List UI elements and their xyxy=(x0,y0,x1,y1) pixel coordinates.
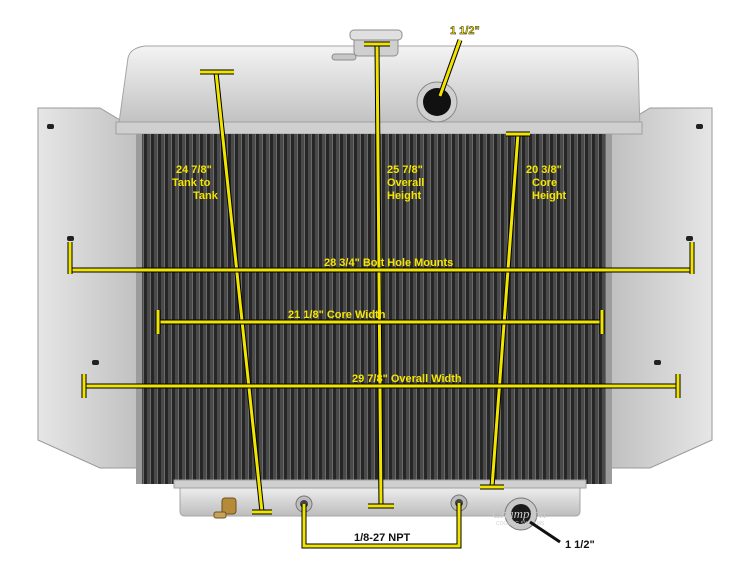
core-right-rail xyxy=(606,134,612,484)
tank-to-tank-label-2: Tank to xyxy=(172,177,211,189)
petcock-body xyxy=(221,497,237,515)
bolt-hole-label: 28 3/4" Bolt Hole Mounts xyxy=(324,257,453,269)
core-height-label-1: 20 3/8" xyxy=(526,164,562,176)
filler-cap xyxy=(349,29,403,41)
overall-width-label: 29 7/8" Overall Width xyxy=(352,373,462,385)
drain-label: 1/8-27 NPT xyxy=(354,532,411,544)
right-mount-bracket xyxy=(599,107,713,469)
overall-height-label-3: Height xyxy=(387,190,422,202)
right-bracket-hole-top xyxy=(696,124,703,129)
outlet-label: 1 1/2" xyxy=(565,539,595,551)
overall-height-label-2: Overall xyxy=(387,177,424,189)
overflow-tube xyxy=(331,53,357,61)
tank-to-tank-label-1: 24 7/8" xyxy=(176,164,212,176)
watermark-brand: Champion xyxy=(492,506,546,521)
left-bracket-hole-mid xyxy=(67,236,74,241)
left-bracket-hole-low xyxy=(92,360,99,365)
tank-to-tank-label-3: Tank xyxy=(193,190,219,202)
outlet-pointer xyxy=(529,520,561,544)
watermark-tagline: COOLING SYSTEMS xyxy=(496,521,545,527)
right-bracket-hole-low xyxy=(654,360,661,365)
radiator-core xyxy=(140,134,610,484)
inlet-label: 1 1/2" xyxy=(450,25,480,37)
inlet-opening xyxy=(423,88,451,116)
core-height-label-2: Core xyxy=(532,177,557,189)
left-bracket-hole-top xyxy=(47,124,54,129)
core-height-label-3: Height xyxy=(532,190,567,202)
petcock-handle xyxy=(213,511,227,519)
outlet-opening xyxy=(511,504,531,524)
core-left-rail xyxy=(136,134,142,484)
dimension-lines xyxy=(67,39,695,549)
right-bracket-hole-mid xyxy=(686,236,693,241)
core-width-label: 21 1/8" Core Width xyxy=(288,309,386,321)
left-mount-bracket xyxy=(37,107,151,469)
overall-height-label-1: 25 7/8" xyxy=(387,164,423,176)
